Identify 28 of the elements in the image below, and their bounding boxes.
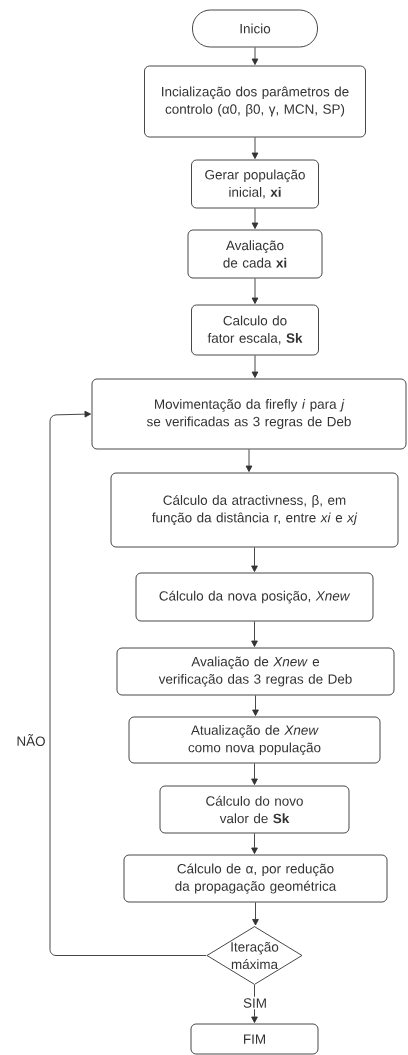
arrow bbox=[251, 208, 259, 229]
arrow bbox=[49, 410, 207, 956]
arrow bbox=[251, 137, 259, 159]
arrow bbox=[245, 449, 253, 472]
arrow bbox=[251, 355, 259, 378]
arrow bbox=[251, 47, 259, 65]
process-box: Cálculo de α, por redução da propagação geométrica bbox=[123, 854, 388, 903]
process-box: Avaliação de Xnew e verificação das 3 regras de Deb bbox=[116, 647, 395, 696]
process-box: Atualização de Xnew como nova população bbox=[128, 716, 381, 764]
edge-label: SIM bbox=[241, 996, 269, 1010]
edge-label: NÃO bbox=[14, 732, 48, 748]
process-box: Avaliação de cada xi bbox=[187, 229, 323, 279]
arrow bbox=[252, 902, 259, 926]
arrow bbox=[251, 833, 258, 854]
end-box: FIM bbox=[190, 1023, 319, 1055]
process-box: Cálculo da nova posição, Xnew bbox=[135, 572, 374, 622]
arrow bbox=[251, 547, 258, 572]
process-box: Incialização dos parâmetros de controlo (α0, β0, γ, MCN, SP) bbox=[144, 65, 366, 138]
process-box: Calculo do fator escala, Sk bbox=[191, 304, 319, 356]
arrow bbox=[251, 278, 259, 304]
arrow bbox=[251, 763, 258, 785]
process-box: Movimentação da firefly i para j se verificadas as 3 regras de Deb bbox=[91, 378, 407, 450]
process-box: Cálculo da atractivness, β, em função da distância r, entre xi e xj bbox=[110, 472, 399, 548]
arrow bbox=[251, 621, 258, 647]
process-box: Cálculo do novo valor de Sk bbox=[159, 785, 350, 834]
arrow bbox=[251, 984, 258, 1023]
arrow bbox=[252, 695, 259, 716]
process-box: Gerar população inicial, xi bbox=[191, 159, 319, 209]
